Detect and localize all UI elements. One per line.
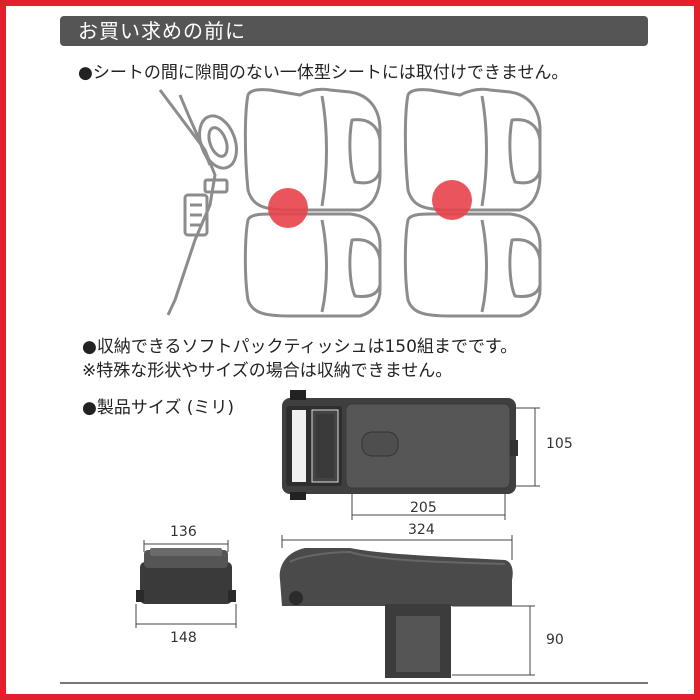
product-side-view (279, 548, 513, 678)
dashboard-outline (158, 89, 217, 316)
gap-marker-left (268, 188, 308, 228)
size-heading: ●製品サイズ (ミリ) (82, 398, 234, 418)
dim-top-height: 105 (546, 436, 573, 452)
dim-top-inner-width: 205 (410, 500, 437, 516)
steering-wheel-icon (198, 114, 238, 170)
header-title: お買い求めの前に (78, 19, 246, 43)
seat-note: ●シートの間に隙間のない一体型シートには取付けできません。 (78, 63, 569, 83)
dim-front-bottom-width: 148 (170, 630, 197, 646)
tissue-note: ●収納できるソフトパックティッシュは150組までです。 (82, 337, 518, 357)
dim-side-length: 324 (408, 522, 435, 538)
product-top-view (282, 390, 518, 500)
product-front-view (136, 548, 236, 604)
special-note: ※特殊な形状やサイズの場合は収納できません。 (82, 361, 453, 381)
seat-right-front (403, 212, 542, 318)
dim-side-leg-height: 90 (546, 632, 564, 648)
section-header: お買い求めの前に (60, 16, 648, 46)
dim-front-top-width: 136 (170, 524, 197, 540)
gap-marker-right (432, 180, 472, 220)
bottom-divider (60, 682, 648, 684)
